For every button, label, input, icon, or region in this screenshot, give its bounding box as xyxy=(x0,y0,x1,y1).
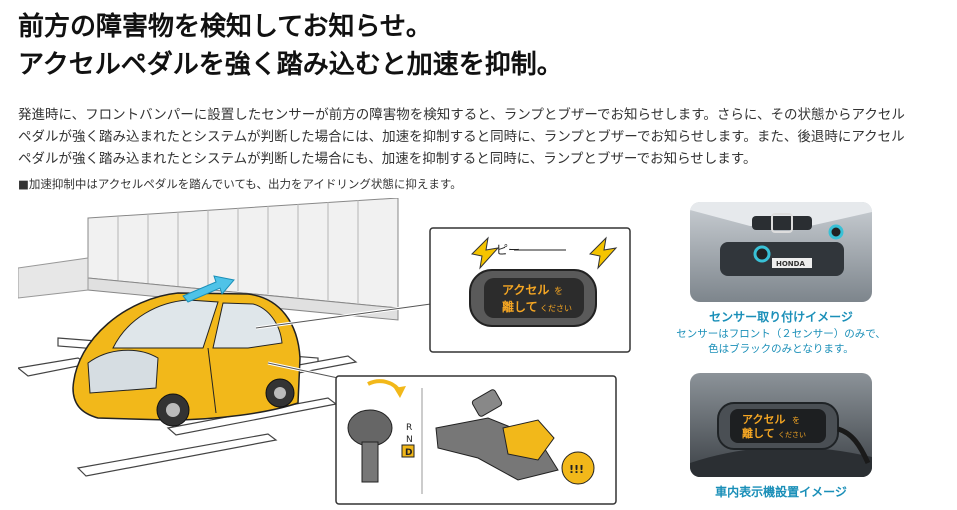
sensor-caption-sub-2: 色はブラックのみとなります。 xyxy=(708,343,854,355)
description-line-3: ペダルが強く踏み込まれたとシステムが判断した場合にも、加速を抑制すると同時に、ラ… xyxy=(18,151,757,167)
system-illustration: ピー アクセル を 離して ください R N D !!! xyxy=(18,198,631,505)
sensor-right-icon xyxy=(828,224,844,240)
gear-knob-icon xyxy=(347,409,393,447)
lightning-icon xyxy=(470,236,500,270)
car xyxy=(72,292,301,427)
sensor-caption-sub: センサーはフロント（２センサー）のみで、 色はブラックのみとなります。 xyxy=(662,327,900,357)
photo-display-particle: を xyxy=(792,416,800,425)
footnote: ■加速抑制中はアクセルペダルを踏んでいても、出力をアイドリング状態に抑えます。 xyxy=(18,177,462,191)
car-front-image: HONDA xyxy=(690,202,872,302)
display-photo: アクセル を 離して ください xyxy=(690,373,872,477)
sensor-photo: HONDA xyxy=(690,202,872,302)
photo-display-suffix: ください xyxy=(778,431,806,439)
sensor-left-icon xyxy=(753,245,771,263)
lightning-icon-right xyxy=(588,236,618,270)
honda-emblem-icon xyxy=(771,213,793,233)
sensor-signal-arrow xyxy=(182,275,439,380)
headline-line-2: アクセルペダルを強く踏み込むと加速を抑制。 xyxy=(18,50,563,80)
exclaim-text: !!! xyxy=(569,463,584,476)
display-text-2: 離して xyxy=(502,299,538,314)
description-line-1: 発進時に、フロントバンパーに設置したセンサーが前方の障害物を検知すると、ランプと… xyxy=(18,107,905,123)
sensor-caption: センサー取り付けイメージ xyxy=(709,310,853,324)
exclaim-badge xyxy=(561,451,595,485)
description-line-2: ペダルが強く踏み込まれたとシステムが判断した場合には、加速を抑制すると同時に、ラ… xyxy=(18,129,905,145)
dashboard-display-image: アクセル を 離して ください xyxy=(690,373,872,477)
display-text-1: アクセル xyxy=(502,283,549,297)
display-cable xyxy=(837,426,871,465)
headline: 前方の障害物を検知してお知らせ。 アクセルペダルを強く踏み込むと加速を抑制。 xyxy=(18,8,918,84)
display-caption: 車内表示機設置イメージ xyxy=(715,485,847,499)
pedal-callout: R N D !!! xyxy=(335,375,617,505)
display-suffix: ください xyxy=(540,304,572,313)
brand-plate: HONDA xyxy=(776,260,805,268)
gear-label-r: R xyxy=(406,423,412,433)
headline-line-1: 前方の障害物を検知してお知らせ。 xyxy=(18,12,432,42)
gear-label-d: D xyxy=(405,448,412,458)
description: 発進時に、フロントバンパーに設置したセンサーが前方の障害物を検知すると、ランプと… xyxy=(18,104,948,170)
gear-label-n: N xyxy=(406,435,413,445)
beep-text: ピー xyxy=(496,243,520,257)
display-particle: を xyxy=(554,286,563,297)
pedal-icon xyxy=(471,389,503,417)
display-callout: ピー アクセル を 離して ください xyxy=(429,227,631,353)
foot-icon xyxy=(502,419,555,461)
photo-display-text-2: 離して xyxy=(742,426,775,440)
sensor-caption-sub-1: センサーはフロント（２センサー）のみで、 xyxy=(676,328,886,340)
photo-display-text-1: アクセル xyxy=(742,413,785,426)
